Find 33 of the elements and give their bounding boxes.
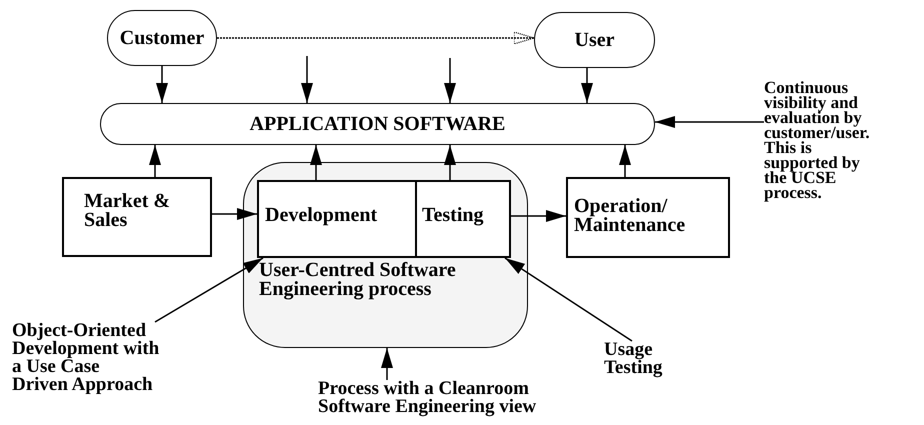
arrow <box>217 31 535 45</box>
node-label: Testing <box>422 206 485 225</box>
node-label: Customer <box>120 28 204 48</box>
process-container <box>243 162 528 348</box>
node-label: User <box>574 30 614 50</box>
arrow <box>301 56 313 103</box>
arrow <box>655 116 764 128</box>
arrow <box>619 145 631 177</box>
annotation-text: Object-Oriented Development with a Use Case Driven Approach <box>12 322 160 412</box>
arrow <box>156 66 168 103</box>
arrow <box>504 257 632 342</box>
activity-box <box>566 177 730 258</box>
annotation-text: Usage Testing <box>604 341 684 385</box>
activity-box <box>257 180 417 258</box>
arrow <box>212 208 257 220</box>
node-label: APPLICATION SOFTWARE <box>250 114 506 134</box>
arrow <box>154 257 264 323</box>
arrow <box>149 145 161 177</box>
node-label: Development <box>265 206 378 225</box>
activity-box <box>62 177 212 257</box>
arrow <box>381 348 393 380</box>
node-label: User-Centred Software Engineering process <box>259 261 457 299</box>
node-label: Operation/ Maintenance <box>574 197 686 235</box>
annotation-text: Continuous visibility and evaluation by customer/user. This is supported by the UCSE process. <box>764 80 884 210</box>
arrow <box>310 145 322 180</box>
annotation-text: Process with a Cleanroom Software Engineering view <box>318 380 568 424</box>
arrow <box>581 68 593 103</box>
arrow <box>511 210 566 222</box>
system-pill <box>100 103 655 145</box>
arrow <box>444 145 456 180</box>
arrow <box>444 58 456 103</box>
node-label: Market & Sales <box>84 192 172 230</box>
activity-box <box>415 180 511 258</box>
